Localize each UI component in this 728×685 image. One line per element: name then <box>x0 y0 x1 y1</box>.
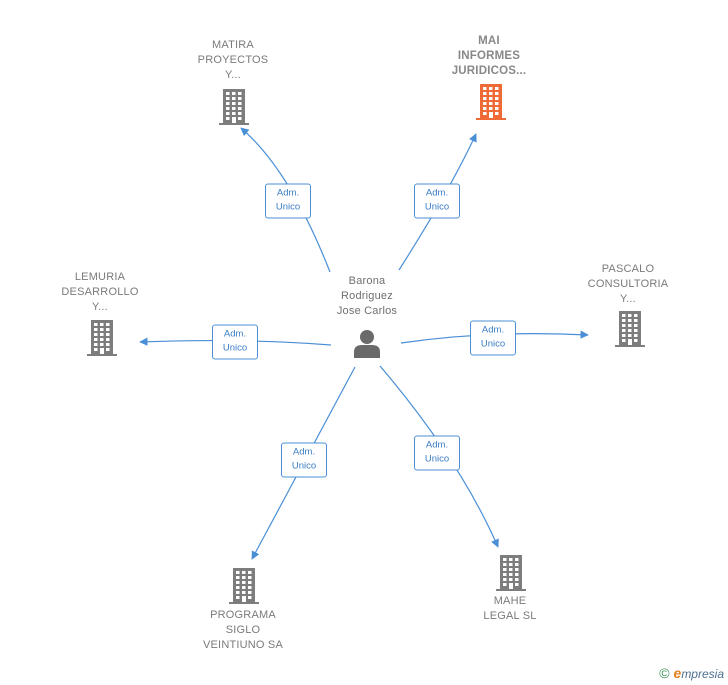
role-line: Adm. <box>276 187 300 199</box>
building-icon[interactable] <box>614 310 646 348</box>
company-name-line: JURIDICOS... <box>451 65 527 77</box>
company-name-line: INFORMES <box>457 50 521 62</box>
brand-initial: e <box>673 665 682 681</box>
role-line: Adm. <box>223 328 247 340</box>
company-name-line: MATIRA <box>212 39 254 51</box>
building-icon[interactable] <box>218 88 250 126</box>
company-name-line: SIGLO <box>225 624 261 636</box>
company-label-programa[interactable]: PROGRAMA SIGLO VEINTIUNO SA <box>203 608 283 653</box>
company-name-line: PASCALO <box>601 263 655 275</box>
company-label-pascalo[interactable]: PASCALO CONSULTORIA Y... <box>588 262 669 307</box>
company-label-lemuria[interactable]: LEMURIA DESARROLLO Y... <box>61 270 138 315</box>
building-icon[interactable] <box>228 567 260 605</box>
brand-name: mpresia <box>681 667 724 681</box>
role-line: Unico <box>222 342 248 354</box>
company-name-line: Y... <box>92 301 108 313</box>
company-name-line: MAHE <box>493 595 527 607</box>
role-label-mai[interactable]: Adm. Unico <box>414 183 460 219</box>
person-name-label[interactable]: Barona Rodriguez Jose Carlos <box>337 274 397 319</box>
brand-logo: empresia <box>674 665 724 681</box>
person-icon[interactable] <box>352 328 382 358</box>
footer-brand[interactable]: © empresia <box>659 665 724 681</box>
company-name-line: Y... <box>225 69 241 81</box>
company-label-matira[interactable]: MATIRA PROYECTOS Y... <box>198 38 269 83</box>
role-line: Unico <box>291 460 317 472</box>
building-icon[interactable] <box>475 83 507 121</box>
company-name-line: DESARROLLO <box>61 286 139 298</box>
building-icon[interactable] <box>86 319 118 357</box>
building-icon[interactable] <box>495 554 527 592</box>
company-name-line: PROGRAMA <box>210 609 276 621</box>
person-name-line-2: Rodriguez <box>341 290 393 302</box>
role-label-pascalo[interactable]: Adm. Unico <box>470 320 516 356</box>
role-line: Adm. <box>425 187 449 199</box>
role-label-lemuria[interactable]: Adm. Unico <box>212 324 258 360</box>
role-line: Unico <box>275 201 301 213</box>
person-name-line-1: Barona <box>348 275 386 287</box>
role-line: Unico <box>424 453 450 465</box>
company-name-line: VEINTIUNO SA <box>202 639 284 651</box>
company-label-mai[interactable]: MAI INFORMES JURIDICOS... <box>452 34 527 79</box>
company-name-line: LEMURIA <box>74 271 126 283</box>
role-line: Adm. <box>481 324 505 336</box>
role-label-mahe[interactable]: Adm. Unico <box>414 435 460 471</box>
person-name-line-3: Jose Carlos <box>336 305 398 317</box>
company-name-line: LEGAL SL <box>483 610 537 622</box>
role-line: Adm. <box>292 446 316 458</box>
role-line: Unico <box>480 338 506 350</box>
company-name-line: PROYECTOS <box>197 54 269 66</box>
company-name-line: MAI <box>478 35 500 47</box>
company-label-mahe[interactable]: MAHE LEGAL SL <box>483 594 536 624</box>
company-name-line: CONSULTORIA <box>587 278 669 290</box>
role-line: Adm. <box>425 439 449 451</box>
role-label-programa[interactable]: Adm. Unico <box>281 442 327 478</box>
company-name-line: Y... <box>620 293 636 305</box>
role-label-matira[interactable]: Adm. Unico <box>265 183 311 219</box>
copyright-symbol: © <box>659 665 670 681</box>
role-line: Unico <box>424 201 450 213</box>
